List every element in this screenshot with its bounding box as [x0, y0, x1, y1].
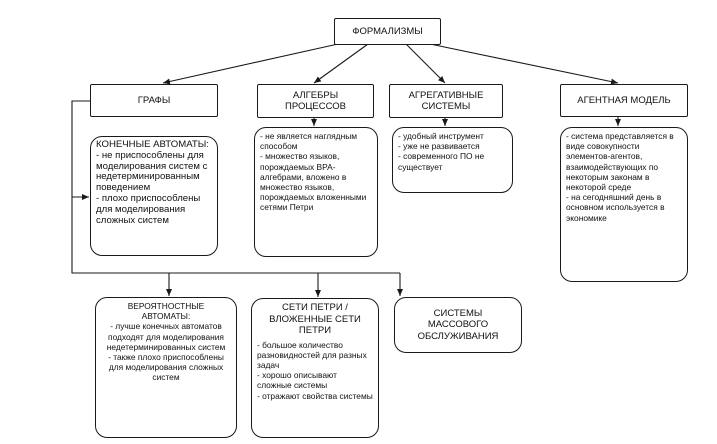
root-box: ФОРМАЛИЗМЫ [334, 18, 441, 45]
arrow-root-to-aggregate-systems [405, 43, 446, 84]
graphs-branch-line [71, 100, 400, 274]
agent-model-note: - система представляется в виде совокупн… [560, 127, 688, 282]
petri-nets-body: - большое количество разновидностей для … [257, 339, 373, 401]
aggregate-systems-box: АГРЕГАТИВНЫЕ СИСТЕМЫ [389, 84, 503, 118]
queueing-systems-box: СИСТЕМЫ МАССОВОГО ОБСЛУЖИВАНИЯ [394, 297, 522, 353]
arrow-root-to-graphs [162, 43, 339, 85]
petri-nets-box: СЕТИ ПЕТРИ / ВЛОЖЕННЫЕ СЕТИ ПЕТРИ - боль… [251, 298, 379, 438]
process-algebras-box: АЛГЕБРЫ ПРОЦЕССОВ [257, 84, 374, 118]
agent-model-box: АГЕНТНАЯ МОДЕЛЬ [560, 84, 688, 117]
finite-automata-note: КОНЕЧНЫЕ АВТОМАТЫ: - не приспособлены дл… [90, 136, 218, 256]
process-algebras-note: - не является наглядным способом - множе… [254, 127, 378, 257]
probabilistic-automata-box: ВЕРОЯТНОСТНЫЕ АВТОМАТЫ: - лучше конечных… [95, 297, 237, 438]
graphs-box: ГРАФЫ [90, 84, 218, 117]
arrow-root-to-agent-model [429, 43, 619, 85]
aggregate-systems-note: - удобный инструмент - уже не развиваетс… [392, 127, 513, 193]
petri-nets-title: СЕТИ ПЕТРИ / ВЛОЖЕННЫЕ СЕТИ ПЕТРИ [269, 302, 361, 336]
arrow-root-to-process-algebras [313, 43, 369, 84]
